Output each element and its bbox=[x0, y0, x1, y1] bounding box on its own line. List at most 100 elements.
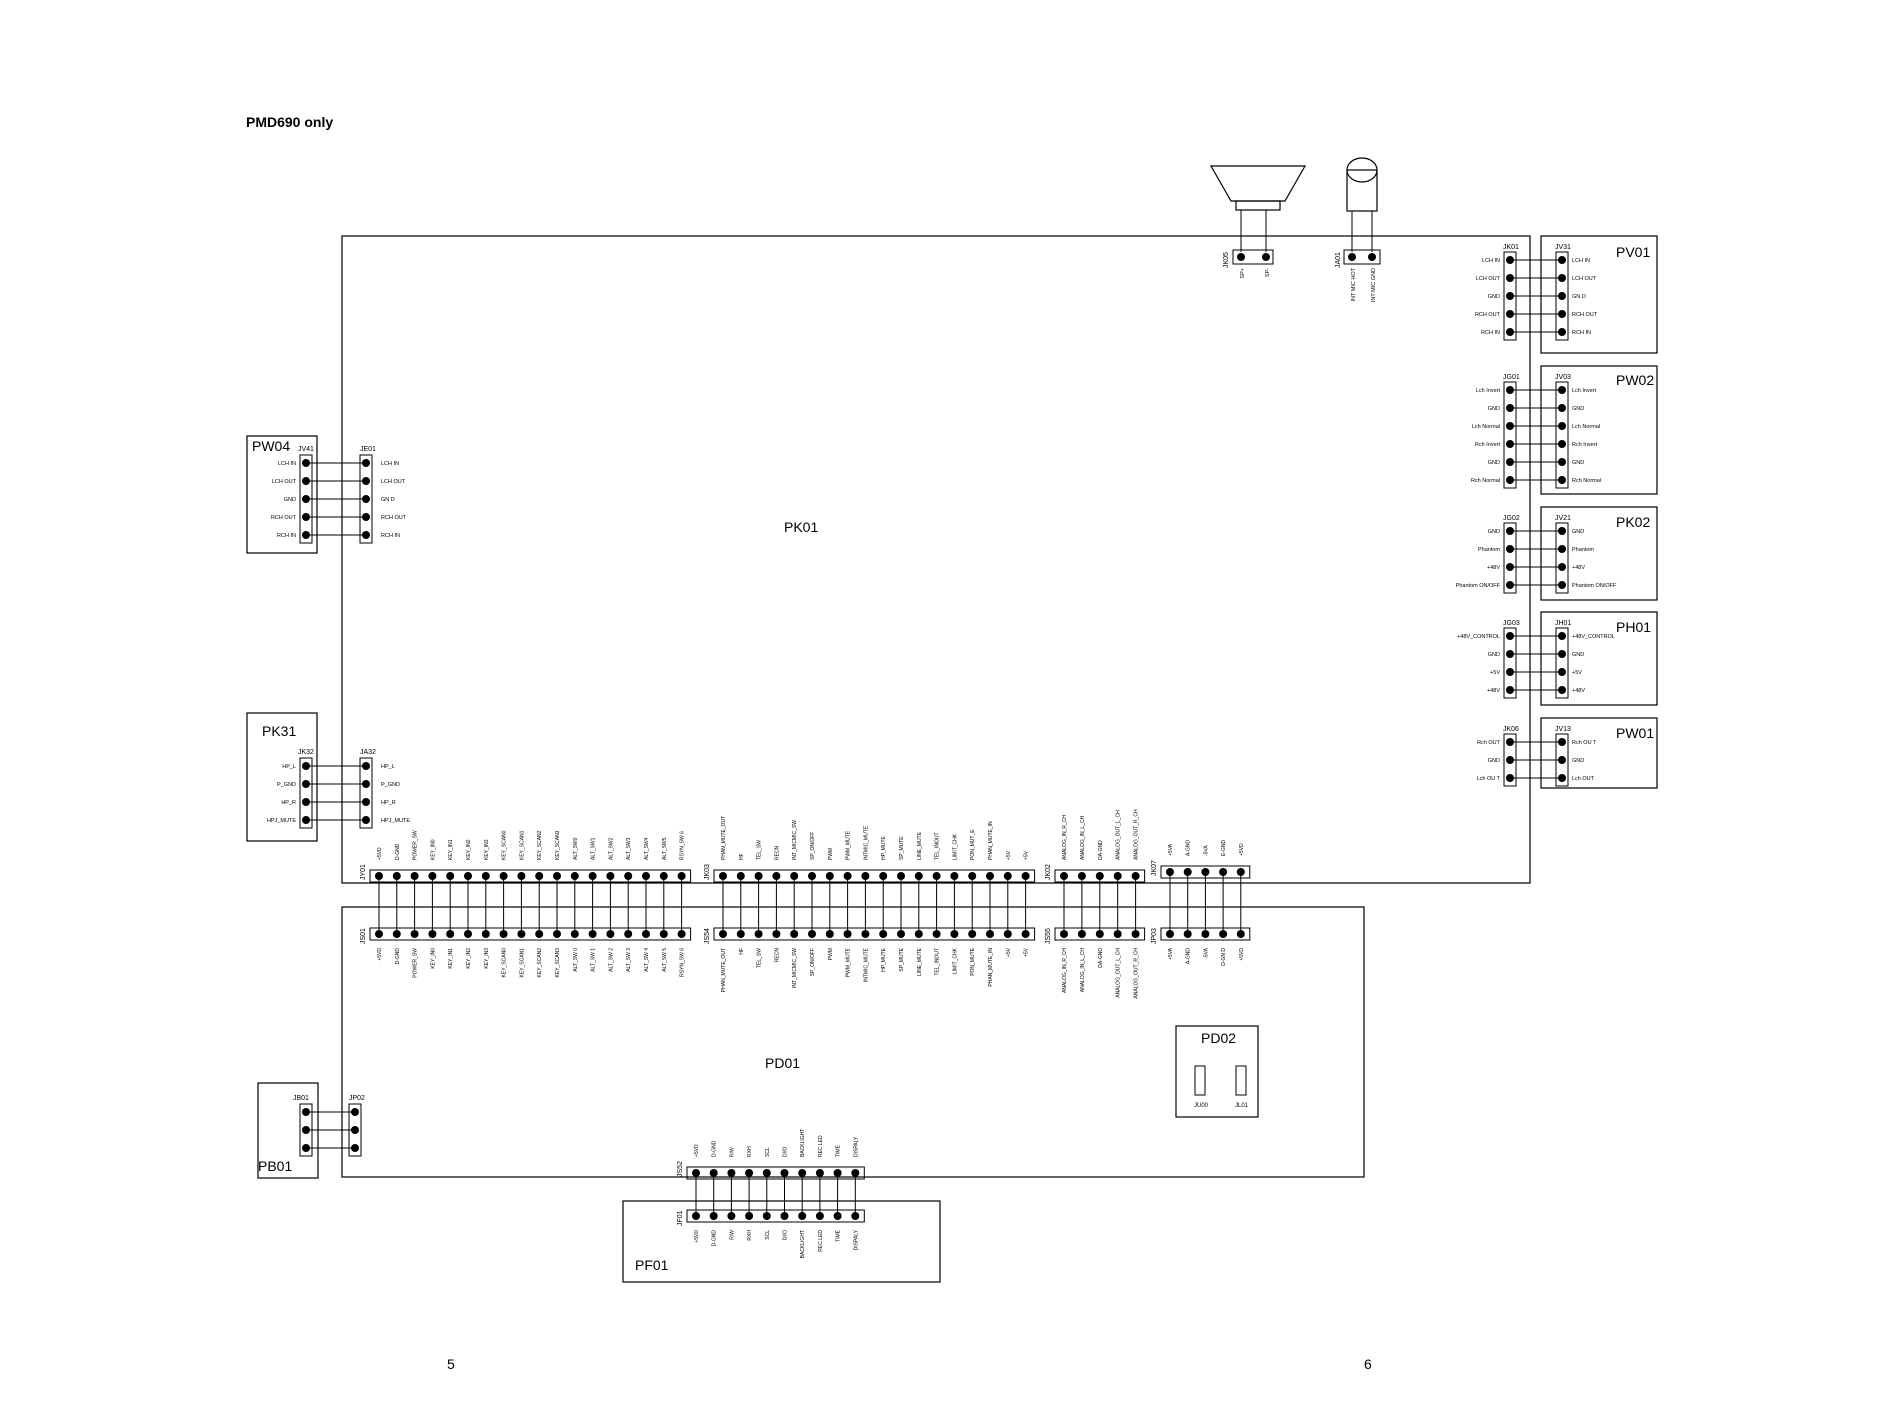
right-connector-housing-a bbox=[1503, 381, 1517, 489]
bus-connector-pin bbox=[950, 872, 959, 880]
right-connector-left-label: +48V_CONTROL bbox=[1457, 634, 1500, 640]
left-connector-right-label: RCH OUT bbox=[381, 515, 407, 521]
right-connector-right-label: +5V bbox=[1572, 670, 1582, 676]
bus-bottom-label: DISPALY bbox=[853, 1229, 859, 1250]
left-connector-left-label: RCH IN bbox=[277, 533, 296, 539]
right-connector-left-label: GND bbox=[1488, 758, 1500, 764]
bus-connector-pin bbox=[790, 930, 799, 938]
bus-top-label: +5VD bbox=[1239, 843, 1245, 856]
board-label-pw02: PW02 bbox=[1616, 372, 1654, 388]
right-connector-left-label: GND bbox=[1488, 294, 1500, 300]
bus-connector-pin bbox=[861, 930, 870, 938]
left-connector-right-label: GN D bbox=[381, 497, 395, 503]
board-label-ph01: PH01 bbox=[1616, 619, 1651, 635]
bus-bottom-label: KEY_IN1 bbox=[448, 948, 454, 969]
bus-connector-pin bbox=[709, 1212, 718, 1220]
right-connector-ref: JV21 bbox=[1555, 515, 1571, 522]
bus-connector-pin bbox=[833, 1212, 842, 1220]
microphone-icon bbox=[1346, 157, 1378, 252]
bus-connector-pin bbox=[481, 872, 490, 880]
bus-bottom-label: TIME bbox=[836, 1229, 842, 1242]
board-label-pv01: PV01 bbox=[1616, 244, 1650, 260]
bus-connector-pin bbox=[392, 872, 401, 880]
board-pf01 bbox=[622, 1200, 941, 1283]
pb01-connector-pin bbox=[302, 1108, 310, 1116]
bus-connector-pin bbox=[659, 872, 668, 880]
pd02-part-label: JL01 bbox=[1235, 1103, 1249, 1109]
bus-connector-pin bbox=[879, 930, 888, 938]
right-connector-left-label: GND bbox=[1488, 529, 1500, 535]
bus-connector-pin bbox=[446, 872, 455, 880]
left-connector-pin bbox=[302, 798, 310, 806]
bus-connector-pin bbox=[986, 872, 994, 880]
bus-top-label: ANALOG_OUT_L_CH bbox=[1116, 810, 1122, 860]
bus-bottom-label: PON_MUTE bbox=[970, 947, 976, 975]
bus-bottom-label: -5VA bbox=[1203, 947, 1209, 958]
bus-bottom-label: REC LED bbox=[818, 1230, 824, 1252]
right-connector-pin bbox=[1558, 756, 1566, 764]
left-connector-ref: JV41 bbox=[298, 446, 314, 453]
bus-connector-pin bbox=[1219, 930, 1228, 938]
right-connector-right-label: LCH OUT bbox=[1572, 276, 1597, 282]
left-connector-pin bbox=[302, 816, 310, 824]
bus-bottom-label: +5V bbox=[1006, 947, 1012, 957]
bus-top-label: ALT_SW0 bbox=[573, 837, 579, 860]
bus-top-label: PHAN_MUTE_IN bbox=[988, 821, 994, 860]
bus-connector-pin bbox=[642, 872, 650, 880]
right-connector-right-label: GND bbox=[1572, 758, 1584, 764]
right-connector-left-label: LCH IN bbox=[1482, 258, 1500, 264]
bus-bottom-label: PWM_MUTE bbox=[846, 947, 852, 977]
bus-connector-pin bbox=[553, 872, 561, 880]
right-connector-housing-a bbox=[1503, 522, 1517, 594]
bus-top-label: ALT_SW5 bbox=[662, 837, 668, 860]
right-connector-right-label: Lch Normal bbox=[1572, 424, 1600, 430]
bus-connector-pin bbox=[517, 872, 526, 880]
bus-connector-pin bbox=[642, 930, 650, 938]
bus-connector-pin bbox=[464, 872, 472, 880]
bus-connector-pin bbox=[570, 930, 579, 938]
board-ph01 bbox=[1540, 611, 1658, 706]
bus-connector-pin bbox=[897, 872, 905, 880]
bus-connector-ref: JK07 bbox=[1151, 860, 1158, 876]
bus-connector-pin bbox=[808, 930, 816, 938]
bus-connector-pin bbox=[410, 930, 419, 938]
bus-top-label: KEY_IN2 bbox=[466, 839, 472, 860]
bus-connector-ref: JS01 bbox=[360, 928, 367, 944]
bus-connector-pin bbox=[772, 930, 781, 938]
bus-connector-pin bbox=[1021, 872, 1030, 880]
bus-connector-pin bbox=[1095, 872, 1104, 880]
bus-bottom-label: RECN bbox=[774, 948, 780, 963]
right-connector-pin bbox=[1506, 686, 1514, 694]
right-connector-right-label: Phantom bbox=[1572, 547, 1594, 553]
right-connector-pin bbox=[1506, 256, 1514, 264]
left-connector-pin bbox=[362, 459, 370, 467]
right-connector-pin bbox=[1506, 274, 1514, 282]
bus-connector-pin bbox=[375, 872, 383, 880]
bus-connector-pin bbox=[588, 930, 597, 938]
left-connector-pin bbox=[362, 531, 370, 539]
bus-connector-pin bbox=[1077, 872, 1086, 880]
bus-connector-pin bbox=[932, 930, 941, 938]
bus-connector-pin bbox=[932, 872, 941, 880]
bus-top-label: TEL_INOUT bbox=[935, 832, 941, 860]
bus-connector-pin bbox=[808, 872, 816, 880]
board-pk01 bbox=[341, 235, 1531, 884]
bus-top-label: KEY_IN0 bbox=[430, 839, 436, 860]
right-connector-left-label: GND bbox=[1488, 652, 1500, 658]
right-connector-pin bbox=[1506, 774, 1514, 782]
bus-connector-pin bbox=[410, 872, 419, 880]
right-connector-pin bbox=[1558, 476, 1566, 484]
bus-connector-ref: JK03 bbox=[704, 864, 711, 880]
bus-connector-pin bbox=[1021, 930, 1030, 938]
bus-connector-pin bbox=[1236, 930, 1245, 938]
bus-connector-ref: JP03 bbox=[1151, 928, 1158, 944]
right-connector-pin bbox=[1506, 292, 1514, 300]
bus-connector-pin bbox=[570, 872, 579, 880]
right-connector-right-label: Rch Normal bbox=[1572, 478, 1601, 484]
left-connector-left-label: HPJ_MUTE bbox=[267, 818, 296, 824]
bus-bottom-label: LIMIT_CHK bbox=[952, 947, 958, 974]
bus-connector-ref: JY01 bbox=[360, 864, 367, 880]
right-connector-pin bbox=[1506, 527, 1514, 535]
left-connector-left-label: GND bbox=[284, 497, 296, 503]
bus-connector-housing-bottom bbox=[713, 927, 1036, 941]
